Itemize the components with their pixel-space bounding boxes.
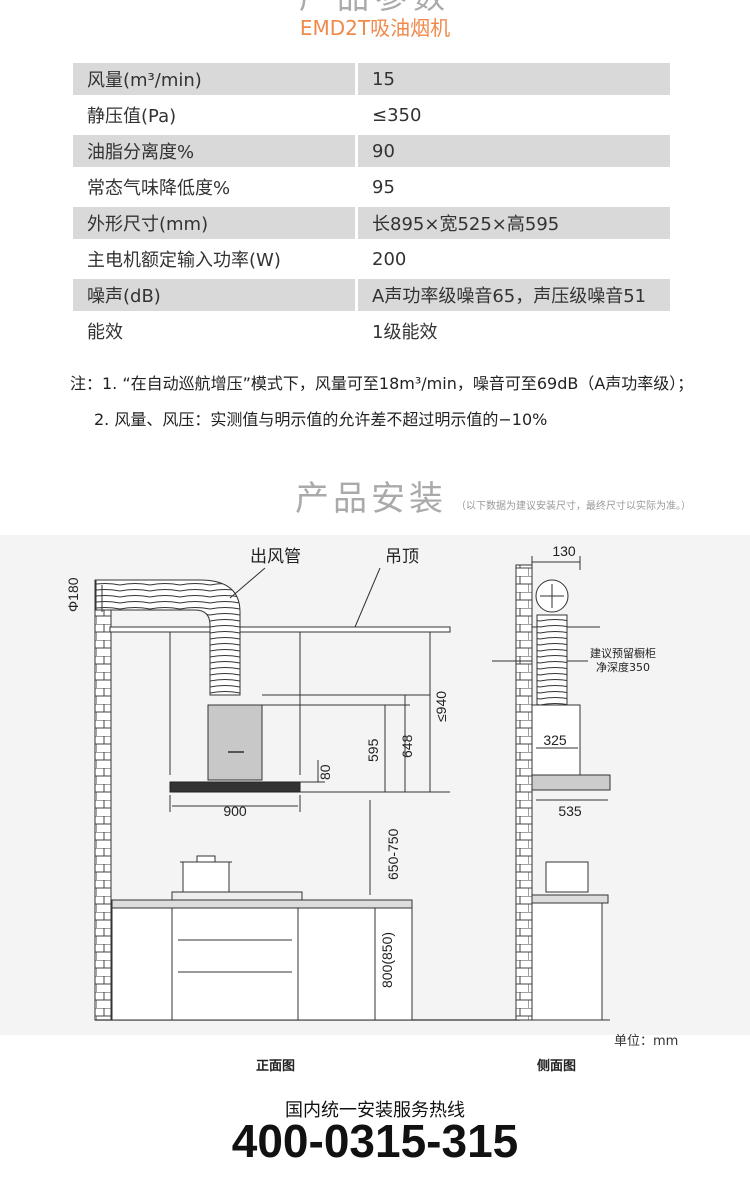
spec-label: 能效 [73, 313, 358, 351]
spec-row: 主电机额定输入功率(W) 200 [73, 241, 670, 279]
dim-side-325: 325 [543, 732, 567, 748]
side-pot [545, 861, 589, 893]
installation-diagram: 900 Φ180 80 595 648 ≤940 650-750 800(850… [0, 535, 750, 1035]
label-duct: 出风管 [250, 547, 301, 567]
hotline-number: 400-0315-315 [231, 1115, 519, 1167]
spec-value: 1级能效 [356, 313, 670, 351]
spec-label: 外形尺寸(mm) [73, 205, 358, 243]
side-view: 130 325 535 建议预留橱柜 净深度350 [492, 543, 656, 1021]
dim-hood-height: 595 [365, 738, 381, 762]
page-title: 产品参数 [0, 0, 750, 18]
note-line-2: 2. 风量、风压：实测值与明示值的允许差不超过明示值的−10% [94, 410, 548, 429]
dim-max-940: ≤940 [433, 691, 449, 722]
spec-label: 主电机额定输入功率(W) [73, 241, 358, 279]
side-view-caption: 侧面图 [537, 1059, 577, 1074]
spec-row: 能效 1级能效 [73, 313, 670, 351]
dim-side-130: 130 [552, 543, 576, 559]
front-countertop [111, 899, 413, 909]
spec-value: 95 [356, 169, 670, 207]
spec-label: 噪声(dB) [73, 277, 358, 315]
install-section-title: 产品安装 [295, 479, 447, 519]
spec-row: 常态气味降低度% 95 [73, 169, 670, 207]
front-view-caption: 正面图 [256, 1059, 296, 1074]
spec-value: A声功率级噪音65，声压级噪音51 [356, 277, 670, 315]
install-section-note: （以下数据为建议安装尺寸，最终尺寸以实际为准。） [456, 501, 691, 512]
side-countertop [531, 894, 609, 904]
hotline-label: 国内统一安装服务热线 [285, 1100, 465, 1121]
front-ceiling [109, 626, 451, 633]
spec-label: 常态气味降低度% [73, 169, 358, 207]
product-model: EMD2T吸油烟机 [299, 16, 451, 40]
spec-value: 90 [356, 133, 670, 171]
front-pot [182, 861, 230, 893]
side-cabinet [531, 902, 603, 1021]
dim-cabinet-height: 800(850) [379, 932, 395, 988]
side-wall [515, 564, 533, 1021]
front-cabinet [111, 907, 413, 1021]
spec-label: 油脂分离度% [73, 133, 358, 171]
spec-row: 风量(m³/min) 15 [73, 63, 670, 99]
spec-value: 15 [356, 63, 670, 99]
side-note-line-1: 建议预留橱柜 [590, 646, 656, 660]
front-stove [171, 891, 303, 901]
front-hood-panel [169, 781, 301, 793]
dim-648: 648 [399, 734, 415, 758]
spec-label: 风量(m³/min) [73, 63, 358, 99]
dim-hood-to-stove: 650-750 [385, 828, 401, 880]
note-line-1: 注：1. “在自动巡航增压”模式下，风量可至18m³/min，噪音可至69dB（… [70, 374, 694, 393]
spec-row: 静压值(Pa) ≤350 [73, 97, 670, 135]
spec-value: ≤350 [356, 97, 670, 135]
spec-label: 静压值(Pa) [73, 97, 358, 135]
front-view: 900 Φ180 80 595 648 ≤940 650-750 800(850… [65, 547, 520, 1021]
side-note-line-2: 净深度350 [596, 660, 650, 674]
dim-side-535: 535 [558, 803, 582, 819]
spec-table: 风量(m³/min) 15 静压值(Pa) ≤350 油脂分离度% 90 常态气… [73, 63, 670, 351]
spec-value: 长895×宽525×高595 [356, 205, 670, 243]
dim-duct-diameter: Φ180 [65, 577, 81, 612]
spec-row: 外形尺寸(mm) 长895×宽525×高595 [73, 205, 670, 243]
exhaust-duct [95, 579, 241, 696]
side-hood-panel [531, 774, 611, 791]
front-wall [94, 579, 112, 1021]
spec-row: 油脂分离度% 90 [73, 133, 670, 171]
dim-hood-width: 900 [223, 803, 247, 819]
dim-panel-height: 80 [317, 764, 333, 780]
front-hood-body [207, 704, 263, 781]
spec-value: 200 [356, 241, 670, 279]
label-ceiling: 吊顶 [385, 547, 419, 567]
unit-label: 单位：mm [614, 1034, 679, 1049]
spec-row: 噪声(dB) A声功率级噪音65，声压级噪音51 [73, 277, 670, 315]
side-duct [536, 614, 568, 706]
